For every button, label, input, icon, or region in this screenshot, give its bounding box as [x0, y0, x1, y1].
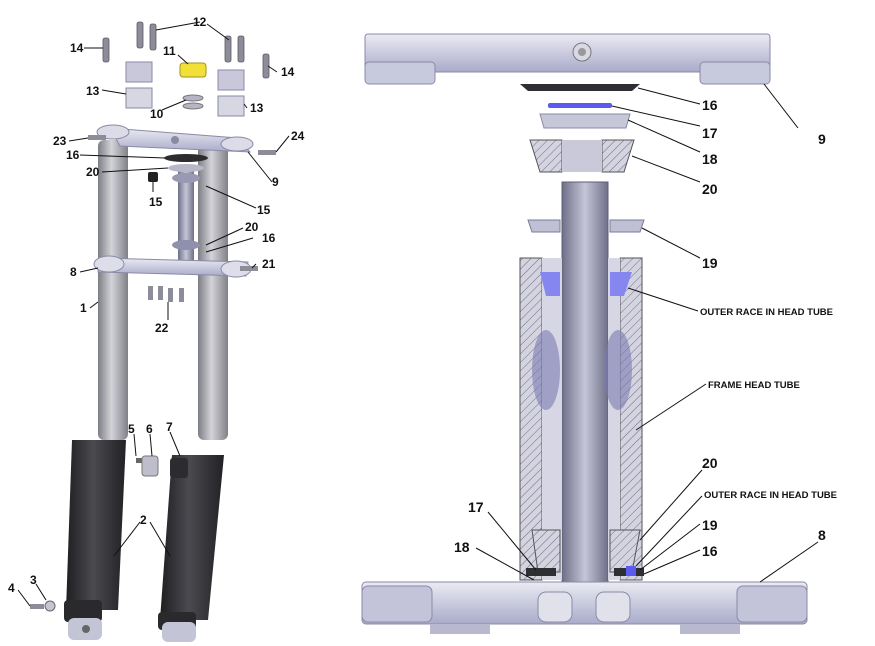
callout-14a: 14 [70, 41, 84, 55]
callout-r20b: 20 [702, 455, 718, 471]
washer-10b [182, 102, 204, 110]
clamp-bolts [102, 21, 270, 79]
right-callout-labels: 9 16 17 18 20 19 OUTER RACE IN HEAD TUBE… [454, 97, 837, 559]
callout-r8: 8 [818, 527, 826, 543]
callout-10: 10 [150, 107, 164, 121]
callout-24: 24 [291, 129, 305, 143]
bearing-20-bottom [526, 529, 644, 576]
bearing-seal-16 [164, 154, 208, 162]
bolt-4 [30, 604, 44, 609]
callout-6: 6 [146, 422, 153, 436]
callout-r17a: 17 [702, 125, 718, 141]
callout-3: 3 [30, 573, 37, 587]
handlebar-clamp-left [125, 61, 153, 109]
callout-14b: 14 [281, 65, 295, 79]
bearing-20-top [529, 139, 635, 173]
oring-17-top [548, 103, 612, 108]
callout-21: 21 [262, 257, 276, 271]
callout-2: 2 [140, 513, 147, 527]
callout-r20a: 20 [702, 181, 718, 197]
callout-r19b: 19 [702, 517, 718, 533]
bottom-clamp-8 [361, 581, 808, 634]
top-clamp-9 [364, 33, 771, 85]
callout-23: 23 [53, 134, 67, 148]
note-outer-race-bottom: OUTER RACE IN HEAD TUBE [704, 490, 837, 501]
right-fork-leg [158, 140, 228, 642]
callout-1: 1 [80, 301, 87, 315]
steering-stem [172, 170, 200, 260]
bolt-21 [240, 266, 258, 271]
upper-triple-clamp [96, 124, 254, 153]
callout-4: 4 [8, 581, 15, 595]
callout-r18b: 18 [454, 539, 470, 555]
cap-15 [148, 172, 158, 182]
callout-9: 9 [272, 175, 279, 189]
callout-22: 22 [155, 321, 169, 335]
callout-r18a: 18 [702, 151, 718, 167]
left-fork-leg [64, 140, 128, 640]
handlebar-clamp-right [217, 69, 245, 117]
callout-20a: 20 [86, 165, 100, 179]
callout-13a: 13 [86, 84, 100, 98]
callout-5: 5 [128, 422, 135, 436]
callout-7: 7 [166, 420, 173, 434]
left-leaders [17, 21, 290, 607]
callout-16a: 16 [66, 148, 80, 162]
left-exploded-view: 14 12 11 14 13 13 10 23 24 16 20 9 15 15… [8, 15, 305, 642]
guard-6 [141, 455, 159, 477]
steering-stem-section [561, 181, 609, 591]
bolt-5 [136, 458, 144, 463]
bolt-23 [88, 135, 106, 140]
bolt-24 [258, 150, 276, 155]
dust-cup-19 [527, 219, 645, 233]
seal-16-top [520, 84, 640, 91]
cone-18-top [539, 113, 631, 129]
badge-11 [179, 62, 207, 78]
callout-r16a: 16 [702, 97, 718, 113]
frame-head-tube [519, 257, 643, 581]
callout-r9: 9 [818, 131, 826, 147]
washer-10a [182, 94, 204, 102]
pinch-bolts-22 [148, 286, 184, 302]
washer-3 [44, 600, 56, 612]
right-section-view: 9 16 17 18 20 19 OUTER RACE IN HEAD TUBE… [361, 33, 837, 634]
callout-11: 11 [163, 44, 176, 58]
callout-15a: 15 [149, 195, 163, 209]
callout-r16b: 16 [702, 543, 718, 559]
callout-20b: 20 [245, 220, 259, 234]
note-outer-race-top: OUTER RACE IN HEAD TUBE [700, 307, 833, 318]
right-leaders [475, 83, 819, 583]
callout-r19a: 19 [702, 255, 718, 271]
note-frame-head-tube: FRAME HEAD TUBE [708, 380, 800, 391]
bearing-cone-20 [168, 164, 204, 172]
callout-16b: 16 [262, 231, 276, 245]
left-callout-labels: 14 12 11 14 13 13 10 23 24 16 20 9 15 15… [8, 15, 305, 595]
guard-7 [170, 458, 188, 478]
callout-12: 12 [193, 15, 207, 29]
callout-13b: 13 [250, 101, 264, 115]
lower-triple-clamp [93, 255, 252, 278]
callout-8: 8 [70, 265, 77, 279]
callout-r17b: 17 [468, 499, 484, 515]
callout-15b: 15 [257, 203, 271, 217]
